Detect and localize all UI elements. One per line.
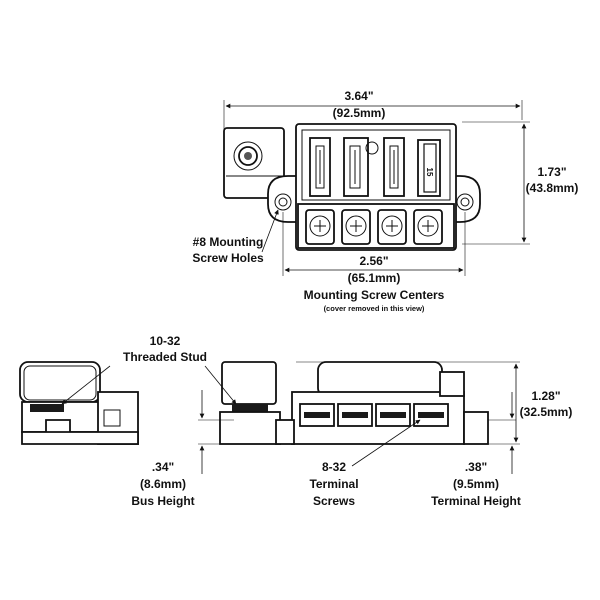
end-view — [19, 361, 139, 445]
terminal-height-in-label: .38" — [465, 460, 487, 474]
side-terminal-4 — [413, 403, 449, 427]
stud-center — [244, 152, 252, 160]
fuse-slot-3 — [383, 137, 405, 197]
side-right-cap — [439, 371, 465, 397]
width-mm-label: (92.5mm) — [333, 106, 386, 120]
terminal-screw-3 — [377, 209, 407, 245]
side-right-foot — [463, 411, 489, 445]
mount-holes-leader — [261, 209, 279, 253]
side-height-in-label: 1.28" — [531, 389, 560, 403]
right-mounting-hole — [456, 193, 474, 211]
height-in-label: 1.73" — [537, 165, 566, 179]
mounting-caption: Mounting Screw Centers — [304, 288, 445, 302]
fuse-slot-2 — [343, 137, 379, 197]
terminal-screw-1 — [305, 209, 335, 245]
end-view-stud — [30, 404, 64, 412]
side-stud-housing — [221, 361, 277, 405]
fuse-slot-4-with-fuse: 15 — [417, 139, 441, 197]
side-stud-base — [219, 411, 281, 445]
stud-leader-side-view — [204, 365, 237, 405]
side-terminal-3 — [375, 403, 411, 427]
terminal-height-label: Terminal Height — [431, 494, 521, 508]
terminal-screws-line3: Screws — [313, 494, 355, 508]
side-terminal-2 — [337, 403, 373, 427]
cover-note: (cover removed in this view) — [324, 304, 425, 313]
mount-holes-label-line2: Screw Holes — [192, 251, 264, 265]
bus-height-label: Bus Height — [131, 494, 194, 508]
side-terminal-1 — [299, 403, 335, 427]
end-view-cover — [19, 361, 101, 403]
terminal-screw-2 — [341, 209, 371, 245]
stud-nut-outer — [233, 141, 263, 171]
side-height-mm-label: (32.5mm) — [520, 405, 573, 419]
stud-leader-end-view — [61, 365, 111, 405]
fuse-bay — [301, 129, 451, 201]
terminal-height-mm-label: (9.5mm) — [453, 477, 499, 491]
fuse-slot-1 — [309, 137, 331, 197]
fuse-rating-label: 15 — [425, 168, 434, 177]
width-in-label: 3.64" — [344, 89, 373, 103]
screw-centers-in-label: 2.56" — [359, 254, 388, 268]
stud-label-line2: Threaded Stud — [123, 350, 207, 364]
left-mounting-hole — [274, 193, 292, 211]
terminal-screw-4 — [413, 209, 443, 245]
screw-centers-mm-label: (65.1mm) — [348, 271, 401, 285]
side-left-foot — [275, 419, 295, 445]
mount-holes-label-line1: #8 Mounting — [193, 235, 264, 249]
terminal-screws-leader — [351, 419, 421, 467]
terminal-screws-line2: Terminal — [309, 477, 358, 491]
side-cover — [317, 361, 443, 397]
bus-height-mm-label: (8.6mm) — [140, 477, 186, 491]
height-mm-label: (43.8mm) — [526, 181, 579, 195]
side-threaded-stud — [232, 404, 268, 412]
stud-label-line1: 10-32 — [150, 334, 181, 348]
terminal-screws-line1: 8-32 — [322, 460, 346, 474]
side-view: 1.28" (32.5mm) 10-32 Threade — [61, 334, 573, 508]
bus-height-in-label: .34" — [152, 460, 174, 474]
top-view: 3.64" (92.5mm) 1.73" (43.8mm) — [192, 89, 578, 313]
